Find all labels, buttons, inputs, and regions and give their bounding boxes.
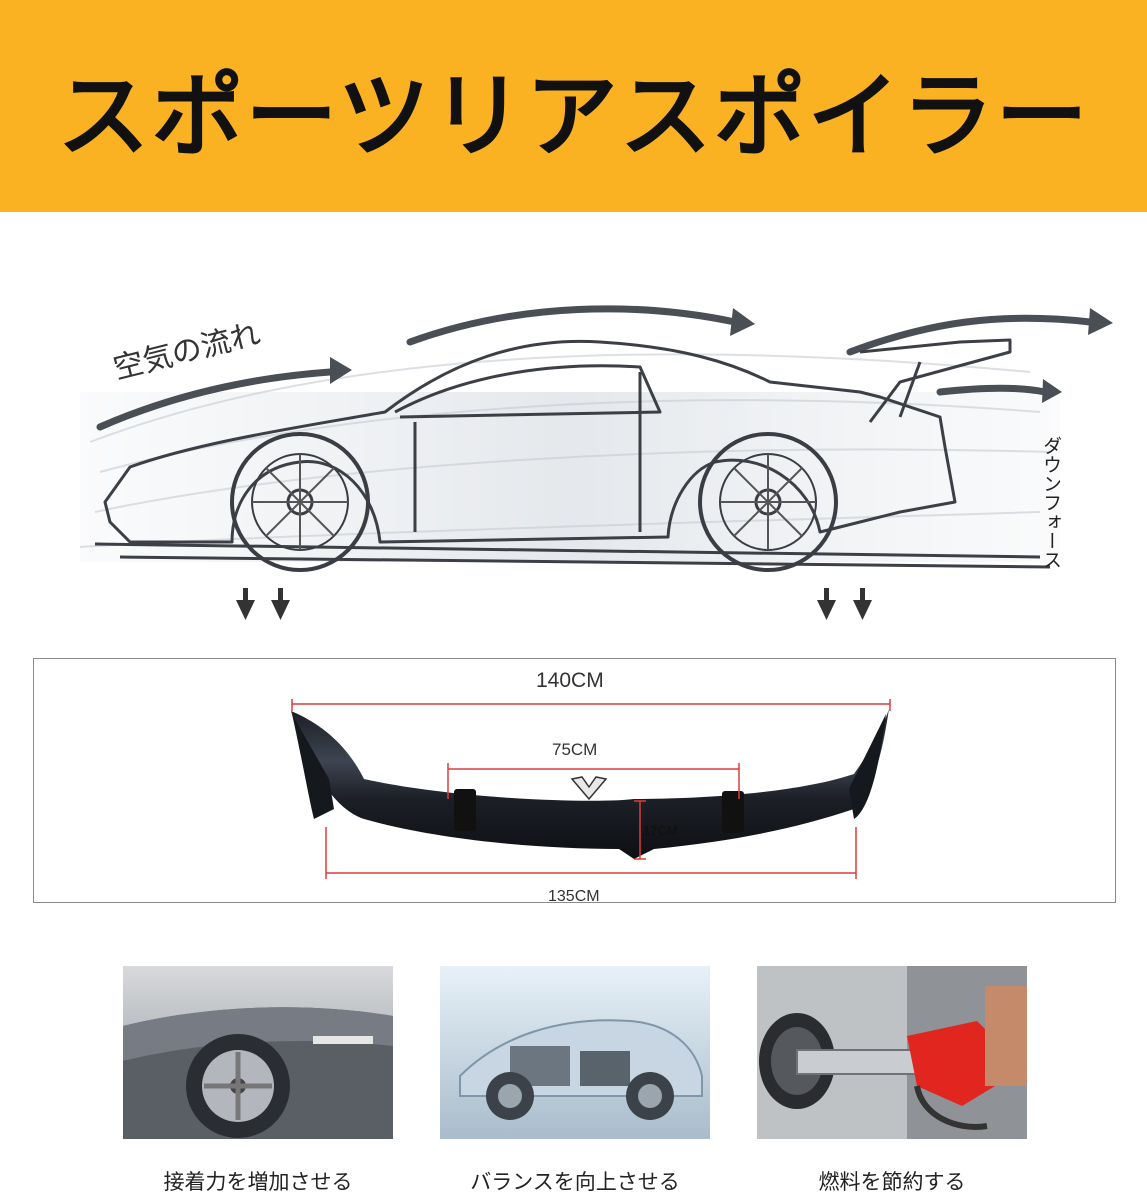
airflow-diagram [0,212,1147,652]
fuel-nozzle-photo [757,966,1027,1139]
spoiler-wing [291,709,889,859]
feature-caption: 燃料を節約する [818,1170,966,1194]
feature-balance: バランスを向上させる [440,966,710,1194]
car-wheel-photo [123,966,393,1139]
center-width-label: 75CM [552,740,598,759]
height-label: 17CM [643,823,678,838]
total-width-label: 140CM [536,669,604,692]
dimensions-panel [33,658,1116,903]
feature-caption: バランスを向上させる [470,1170,680,1194]
base-width-label: 135CM [548,888,600,905]
feature-adhesion: 接着力を増加させる [123,966,393,1194]
feature-fuel: 燃料を節約する [757,966,1027,1194]
car-chassis-photo [440,966,710,1139]
car-sketch [79,305,1113,620]
airflow-arrows [96,305,1094,431]
downforce-label: ダウンフォース [1040,436,1062,569]
feature-caption: 接着力を増加させる [163,1170,353,1194]
measurement-lines [291,699,891,879]
title-banner: スポーツリアスポイラー [0,0,1147,212]
page-title: スポーツリアスポイラー [57,63,1090,170]
spoiler-diagram [291,699,891,879]
downforce-arrow-icon [236,588,872,620]
car-outline [94,338,1051,569]
